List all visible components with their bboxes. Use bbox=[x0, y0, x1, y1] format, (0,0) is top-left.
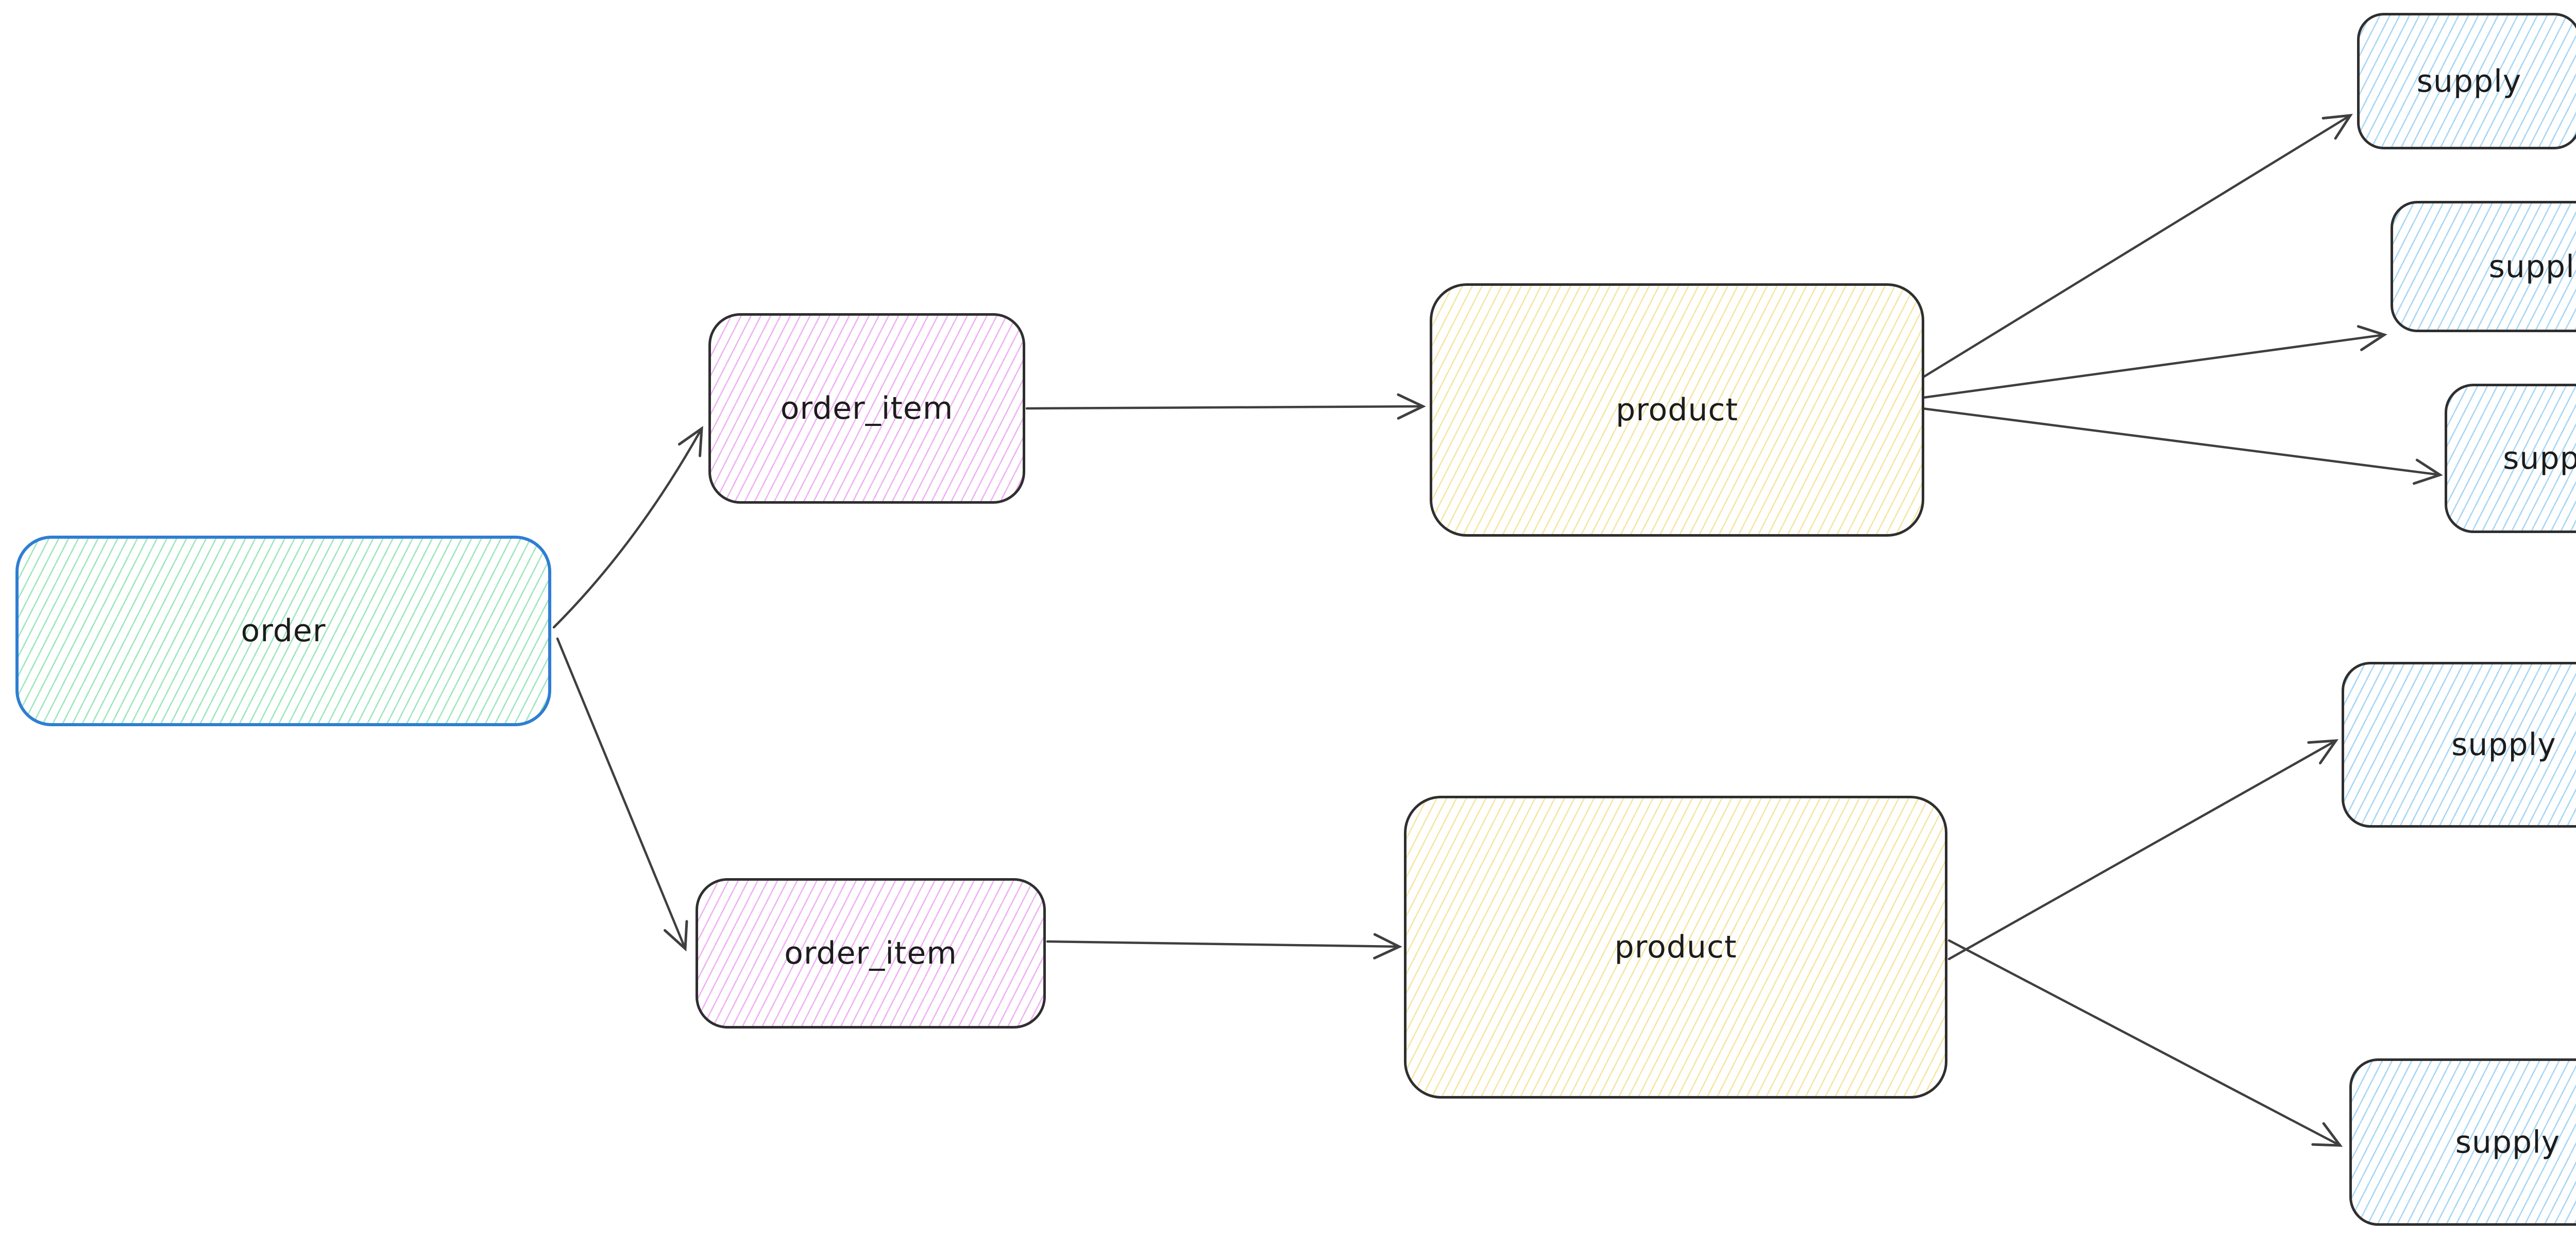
node-order-label: order bbox=[241, 613, 326, 649]
node-supply-3[interactable]: supply bbox=[2445, 384, 2576, 533]
node-order-item-bottom-label: order_item bbox=[784, 935, 957, 971]
arrow-product-bottom-to-supply-5[interactable] bbox=[1947, 939, 2343, 1147]
arrow-product-top-to-supply-2[interactable] bbox=[1922, 325, 2387, 399]
arrow-product-bottom-to-supply-4[interactable] bbox=[1947, 739, 2339, 961]
node-supply-2-label: supply bbox=[2488, 248, 2576, 285]
node-supply-4-label: supply bbox=[2451, 727, 2556, 763]
node-product-bottom-label: product bbox=[1614, 929, 1737, 965]
arrow-product-top-to-supply-3[interactable] bbox=[1921, 407, 2443, 485]
node-order-item-top[interactable]: order_item bbox=[708, 313, 1025, 504]
node-supply-4[interactable]: supply bbox=[2342, 662, 2576, 828]
node-order[interactable]: order bbox=[15, 536, 551, 726]
node-order-item-bottom[interactable]: order_item bbox=[696, 878, 1046, 1029]
node-supply-2[interactable]: supply bbox=[2391, 201, 2576, 332]
arrow-order-item-bottom-to-product-bottom[interactable] bbox=[1046, 933, 1402, 960]
arrow-order-item-top-to-product-top[interactable] bbox=[1025, 393, 1426, 420]
arrow-order-to-order-item-bottom[interactable] bbox=[556, 637, 688, 952]
node-supply-1-label: supply bbox=[2416, 63, 2522, 99]
arrow-order-to-order-item-top[interactable] bbox=[552, 425, 703, 629]
node-supply-3-label: supply bbox=[2503, 440, 2576, 476]
node-supply-5[interactable]: supply bbox=[2349, 1058, 2576, 1226]
node-product-top-label: product bbox=[1616, 392, 1738, 428]
node-order-item-top-label: order_item bbox=[780, 390, 954, 426]
node-supply-1[interactable]: supply bbox=[2357, 13, 2576, 149]
node-product-top[interactable]: product bbox=[1430, 283, 1924, 537]
arrow-product-top-to-supply-1[interactable] bbox=[1920, 113, 2353, 380]
node-supply-5-label: supply bbox=[2455, 1124, 2561, 1160]
node-product-bottom[interactable]: product bbox=[1404, 796, 1947, 1099]
